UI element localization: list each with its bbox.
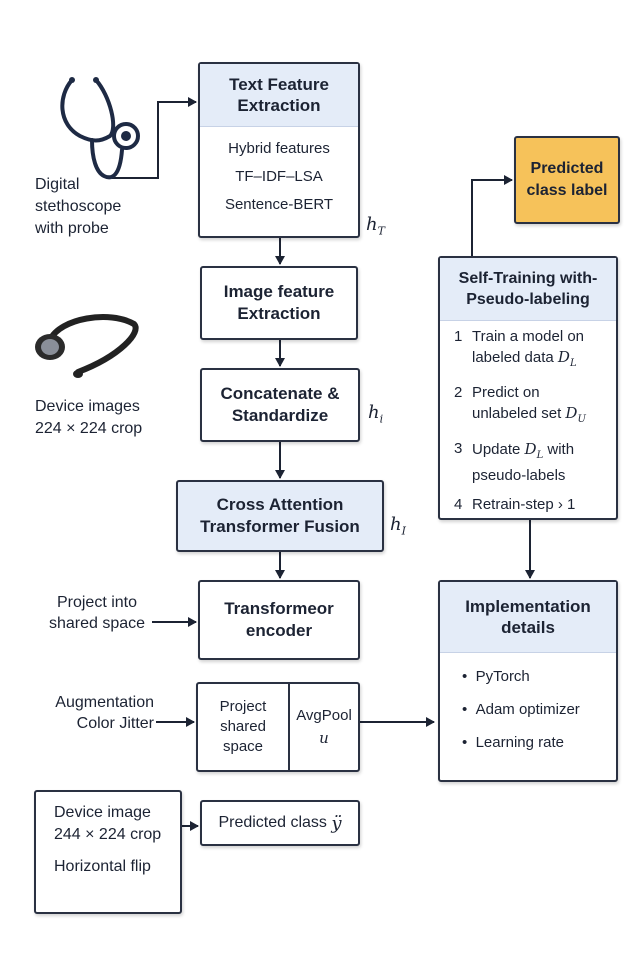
implementation-item-2: • Adam optimizer xyxy=(462,701,580,718)
project-avgpool-box: Project shared space AvgPool u xyxy=(196,682,360,772)
augmentation-label: Augmentation Color Jitter xyxy=(55,694,154,732)
var-h-t: hT xyxy=(366,214,385,238)
var-h-i: hi xyxy=(368,402,384,426)
concat-title: Concatenate & Standardize xyxy=(220,384,340,425)
var-h-l: hI xyxy=(390,514,406,538)
project-shared-cell: Project shared space xyxy=(198,684,290,770)
text-feature-line-2: TF–IDF–LSA xyxy=(235,168,323,185)
implementation-box: Implementation details • PyTorch • Adam … xyxy=(438,580,618,782)
implementation-item-1: • PyTorch xyxy=(462,668,530,685)
implementation-item-3: • Learning rate xyxy=(462,734,564,751)
self-training-title: Self-Training with-Pseudo-labeling xyxy=(440,258,616,321)
self-training-step-4: 4 Retrain-step › 1 xyxy=(454,496,576,513)
image-feature-title: Image feature Extraction xyxy=(223,282,335,323)
transformer-encoder-box: Transformeor encoder xyxy=(198,580,360,660)
stethoscope-label: Digital stethoscope with probe xyxy=(35,176,122,237)
predicted-class-label-box: Predicted class label xyxy=(514,136,620,224)
arrow-stethoscope-to-text xyxy=(112,97,197,179)
arrow-selftraining-to-label xyxy=(471,175,513,256)
project-into-label: Project into shared space xyxy=(48,594,146,632)
self-training-box: Self-Training with-Pseudo-labeling 1 Tra… xyxy=(438,256,618,520)
avgpool-cell: AvgPool u xyxy=(296,707,352,747)
device-icon xyxy=(35,314,139,378)
text-feature-line-3: Sentence-BERT xyxy=(224,196,334,213)
concat-box: Concatenate & Standardize xyxy=(200,368,360,442)
text-feature-box: Text Feature Extraction Hybrid features … xyxy=(198,62,360,238)
cross-attention-title: Cross Attention Transformer Fusion xyxy=(200,495,360,536)
implementation-title: Implementation details xyxy=(440,582,616,653)
text-feature-line-1: Hybrid features xyxy=(228,140,330,157)
predicted-class-box: Predicted class ÿ xyxy=(200,800,360,846)
device-images-label: Device images 224 × 224 crop xyxy=(35,398,143,437)
predicted-class-label-title: Predicted class label xyxy=(526,160,608,199)
cross-attention-box: Cross Attention Transformer Fusion xyxy=(176,480,384,552)
text-feature-title: Text Feature Extraction xyxy=(200,64,358,127)
image-feature-box: Image feature Extraction xyxy=(200,266,358,340)
stethoscope-icon xyxy=(60,77,140,180)
transformer-encoder-title: Transformeor encoder xyxy=(224,599,334,640)
device-image-box: Device image 244 × 224 crop Horizontal f… xyxy=(34,790,182,914)
